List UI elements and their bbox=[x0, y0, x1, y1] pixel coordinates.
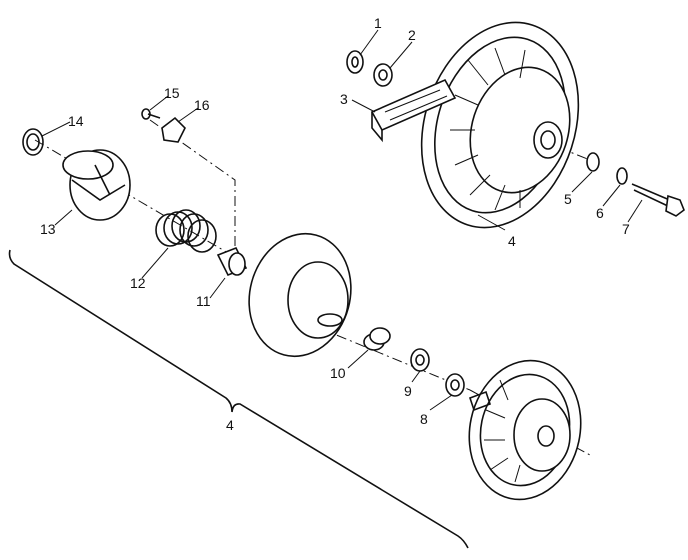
spacer-10 bbox=[363, 327, 391, 351]
washer-1 bbox=[346, 50, 364, 74]
callout-labels: 1 2 3 4 5 6 7 8 9 10 11 12 13 14 15 16 4 bbox=[40, 15, 630, 433]
washer-5 bbox=[586, 152, 600, 172]
callout-2: 2 bbox=[408, 27, 416, 43]
callout-1: 1 bbox=[374, 15, 382, 31]
callout-7: 7 bbox=[622, 221, 630, 237]
callout-9: 9 bbox=[404, 383, 412, 399]
spring-12 bbox=[155, 209, 217, 253]
snap-ring-14-inner bbox=[26, 133, 40, 151]
fixed-sheave bbox=[468, 359, 582, 501]
callout-5: 5 bbox=[564, 191, 572, 207]
washer-9-hole bbox=[415, 354, 425, 366]
callout-14: 14 bbox=[68, 113, 84, 129]
drive-belt bbox=[370, 78, 457, 143]
callout-11: 11 bbox=[196, 293, 211, 309]
button-16 bbox=[161, 116, 186, 143]
bushing-11 bbox=[216, 246, 248, 277]
bolt-7 bbox=[631, 183, 685, 217]
lock-washer-6 bbox=[616, 167, 628, 185]
callout-6: 6 bbox=[596, 205, 604, 221]
screw-15 bbox=[141, 108, 161, 120]
washer-8 bbox=[445, 373, 465, 397]
callout-10: 10 bbox=[330, 365, 346, 381]
callout-16: 16 bbox=[194, 97, 210, 113]
washer-9 bbox=[410, 348, 430, 372]
washer-1-hole bbox=[351, 56, 359, 68]
callout-12: 12 bbox=[130, 275, 146, 291]
callout-13: 13 bbox=[40, 221, 56, 237]
washer-8-hole bbox=[450, 379, 460, 391]
cam-13 bbox=[62, 149, 131, 221]
callout-4-assembly: 4 bbox=[226, 417, 234, 433]
snap-ring-14 bbox=[22, 128, 44, 156]
callout-4-top: 4 bbox=[508, 233, 516, 249]
washer-2-hole bbox=[378, 69, 388, 81]
callout-leaders bbox=[41, 29, 643, 411]
callout-3: 3 bbox=[340, 91, 348, 107]
washer-2 bbox=[373, 63, 393, 87]
movable-sheave bbox=[248, 232, 352, 358]
sheave-assembly-top bbox=[420, 21, 580, 229]
callout-15: 15 bbox=[164, 85, 180, 101]
assembly-bracket bbox=[8, 249, 469, 549]
callout-8: 8 bbox=[420, 411, 428, 427]
